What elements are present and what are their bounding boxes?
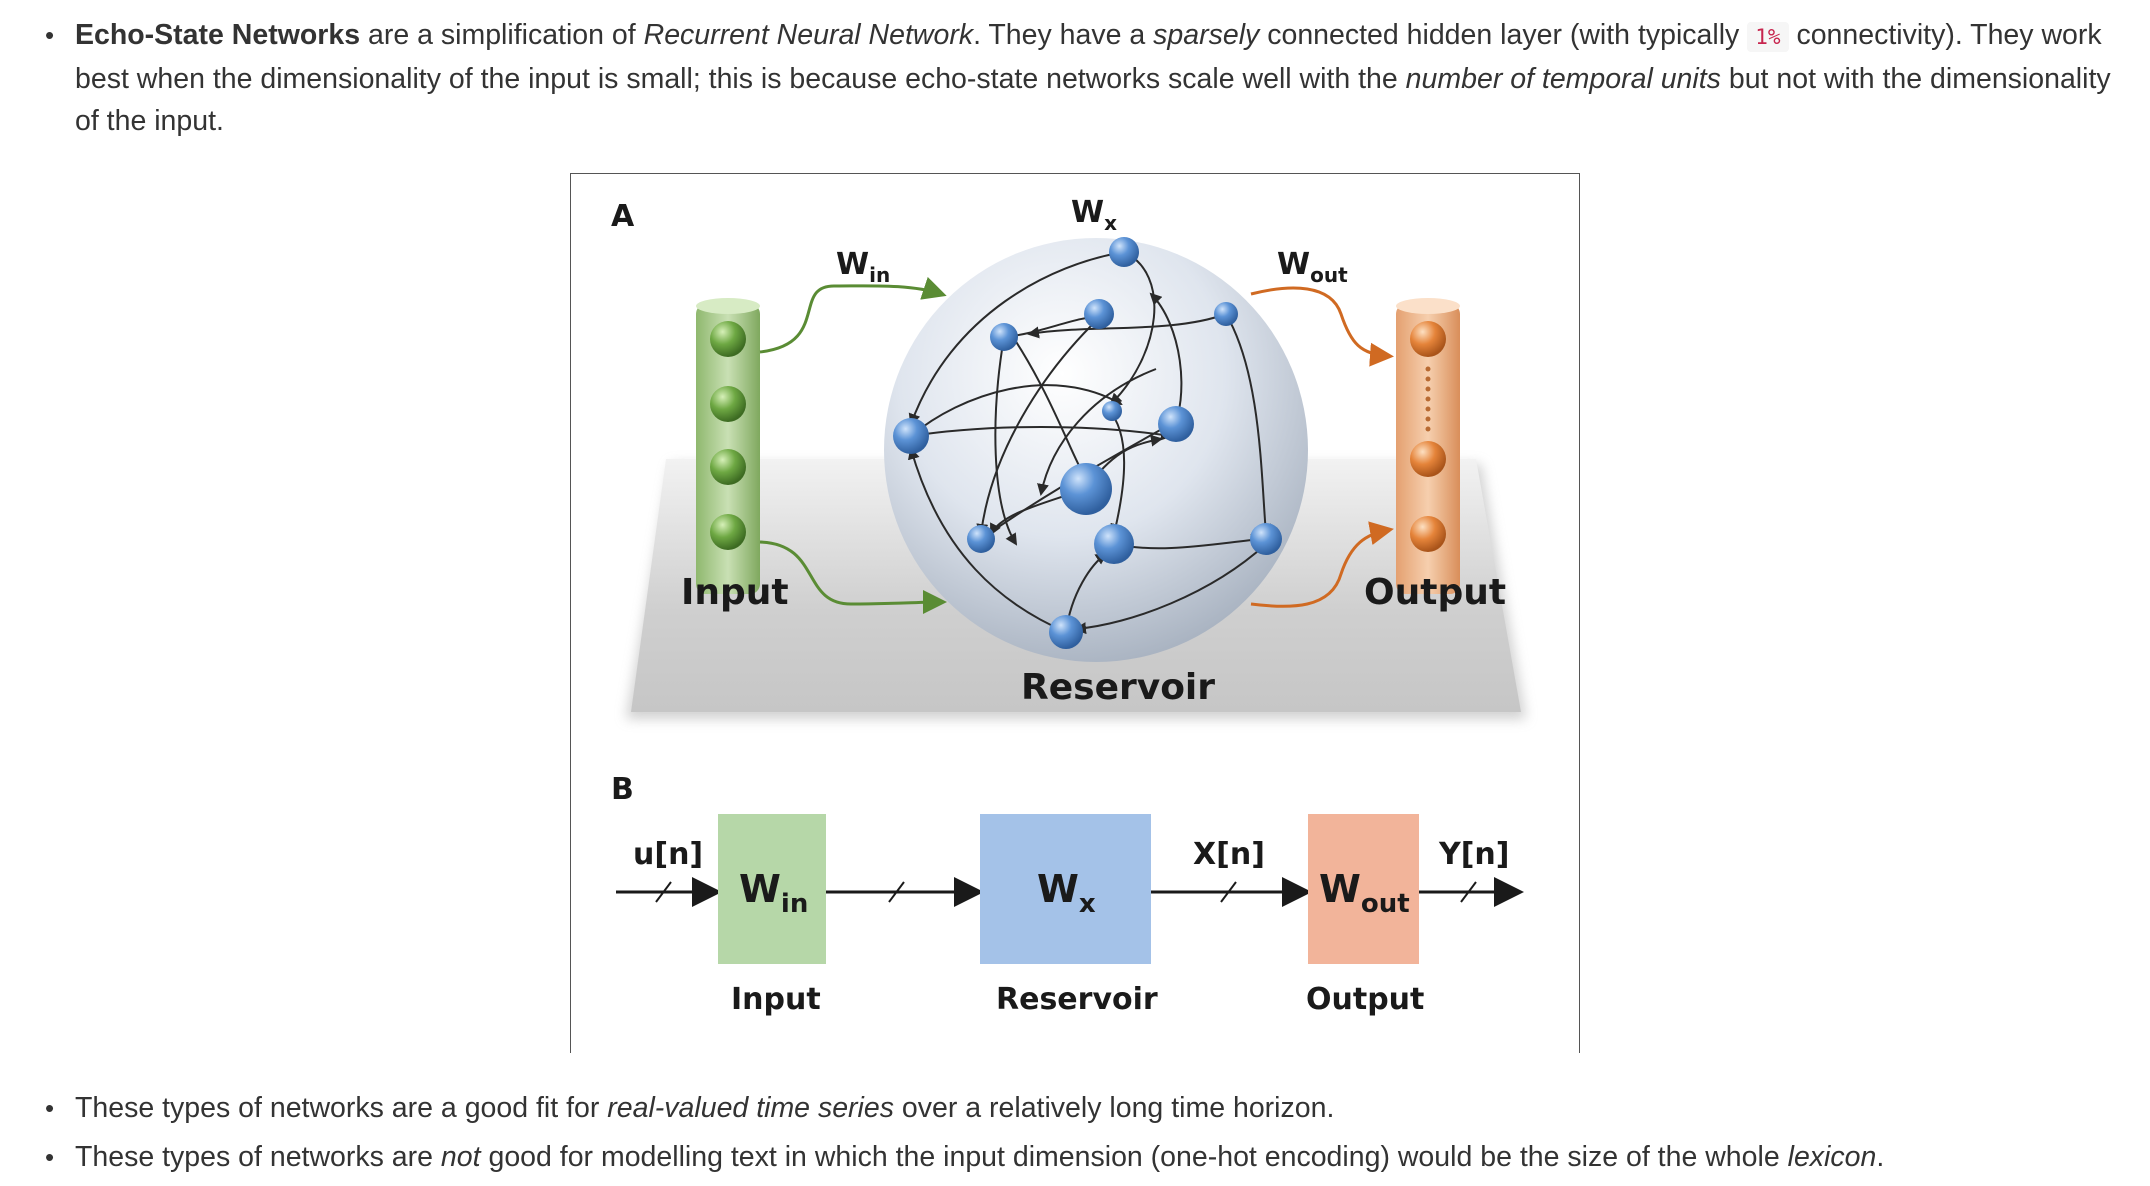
text-segment-normal: over a relatively long time horizon. (893, 1092, 1335, 1124)
panel-a-letter: A (611, 199, 635, 234)
wout-box-label: Wout (1319, 867, 1410, 919)
text-segment-normal: good for modelling text in which the inp… (480, 1141, 1788, 1173)
text-segment-code: 1% (1747, 22, 1789, 52)
text-segment-italic: lexicon (1787, 1141, 1877, 1173)
input-weights-arrows (759, 276, 947, 615)
reservoir-label: Reservoir (1021, 667, 1215, 708)
reservoir-neuron (1158, 406, 1194, 442)
text-segment-normal: These types of networks are a good fit f… (75, 1092, 608, 1124)
output-layer-column (1396, 298, 1460, 594)
input-neuron (710, 514, 746, 550)
esn-diagram-figure: A (570, 173, 1580, 1053)
wx-label: Wx (1071, 195, 1117, 235)
output-label: Output (1364, 572, 1506, 613)
panel-b-input-label: Input (731, 982, 821, 1017)
bullet-not-good: These types of networks are not good for… (45, 1136, 2135, 1178)
text-segment-italic: real-valued time series (607, 1092, 894, 1124)
win-box (718, 814, 826, 964)
reservoir-neuron (893, 418, 929, 454)
wout-label: Wout (1277, 247, 1348, 287)
input-layer-column (696, 298, 760, 594)
wx-box (980, 814, 1151, 964)
text-segment-normal: . (1876, 1141, 1885, 1173)
reservoir-neuron (1084, 299, 1114, 329)
reservoir-neuron (1049, 615, 1083, 649)
panel-b-reservoir-label: Reservoir (996, 982, 1158, 1017)
output-weights-arrows (1250, 286, 1394, 608)
wx-box-label: Wx (1037, 867, 1096, 919)
text-segment-italic: number of temporal units (1405, 63, 1721, 95)
input-label: Input (681, 572, 789, 613)
reservoir-neuron (1102, 401, 1122, 421)
input-neuron (710, 449, 746, 485)
text-segment-bold: Echo-State Networks (75, 19, 361, 51)
win-label: Win (836, 247, 890, 287)
text-segment-normal: connectivity). They work best when the d… (75, 19, 2102, 95)
bullet-good-fit: These types of networks are a good fit f… (45, 1087, 2135, 1129)
input-neuron (710, 386, 746, 422)
output-neuron (1410, 516, 1446, 552)
reservoir-neuron (990, 323, 1018, 351)
text-segment-normal: . They have a (973, 19, 1154, 51)
text-segment-normal: These types of networks are (75, 1141, 441, 1173)
text-segment-italic: not (440, 1141, 481, 1173)
text-segment-normal: connected hidden layer (with typically (1259, 19, 1748, 51)
output-neuron (1410, 321, 1446, 357)
reservoir-neuron (967, 525, 995, 553)
reservoir-neuron (1060, 463, 1112, 515)
esn-diagram-svg: A (611, 195, 1526, 1017)
reservoir-neuron (1250, 523, 1282, 555)
bullet-echo-state-networks: Echo-State Networks are a simplification… (45, 14, 2135, 142)
text-segment-normal: but not with the dimensionality of the i… (75, 63, 2111, 137)
input-neuron (710, 321, 746, 357)
x-signal-label: X[n] (1193, 837, 1265, 872)
text-segment-italic: sparsely (1153, 19, 1260, 51)
text-segment-italic: Recurrent Neural Network (643, 19, 974, 51)
win-box-label: Win (739, 867, 808, 919)
reservoir-neuron (1094, 524, 1134, 564)
output-ellipsis-dots (1425, 366, 1431, 432)
wout-box (1308, 814, 1419, 964)
reservoir-neuron (1109, 237, 1139, 267)
reservoir-sphere (884, 238, 1308, 662)
reservoir-neuron (1214, 302, 1238, 326)
panel-b-output-label: Output (1306, 982, 1424, 1017)
y-signal-label: Y[n] (1438, 837, 1510, 872)
panel-b-letter: B (611, 772, 634, 807)
u-signal-label: u[n] (633, 837, 703, 872)
reservoir-neurons (893, 237, 1282, 649)
panel-b-signal-arrows (616, 877, 1524, 907)
output-neuron (1410, 441, 1446, 477)
text-segment-normal: are a simplification of (360, 19, 644, 51)
